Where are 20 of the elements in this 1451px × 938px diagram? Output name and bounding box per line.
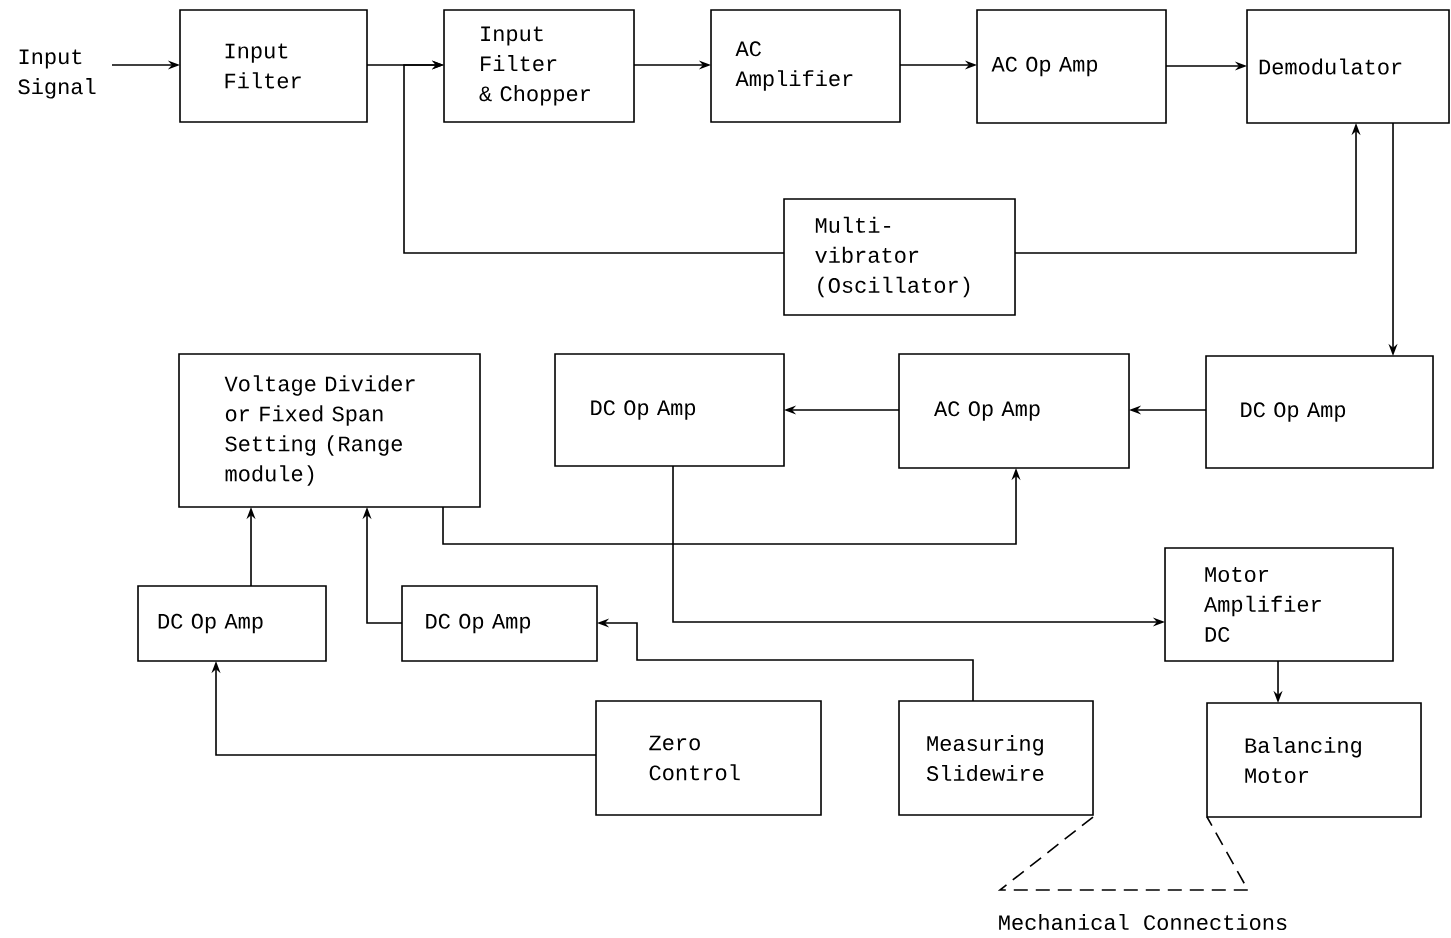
dashed-link (997, 816, 1250, 891)
block-box: Motor Amplifier DC (1164, 547, 1394, 662)
block-box: Balancing Motor (1206, 702, 1422, 818)
block-box: DC Op Amp (137, 585, 327, 662)
block-box: Voltage Divider or Fixed Span Setting (Range module) (178, 353, 481, 508)
block-box: DC Op Amp (401, 585, 598, 662)
block-box: AC Op Amp (898, 353, 1130, 469)
block-box: Demodulator (1246, 9, 1450, 124)
block-box: Input Filter (179, 9, 368, 123)
block-box: Input Filter & Chopper (443, 9, 635, 123)
signal-label: Input Signal (18, 49, 96, 99)
block-box: AC Amplifier (710, 9, 901, 123)
block-box: AC Op Amp (976, 9, 1167, 124)
block-box: DC Op Amp (1205, 355, 1434, 469)
arrow (403, 60, 785, 254)
block-box: Multi- vibrator (Oscillator) (783, 198, 1016, 316)
note-text: Mechanical Connections (999, 913, 1287, 931)
block-box: DC Op Amp (554, 353, 785, 467)
block-box: Zero Control (595, 700, 822, 816)
block-box: Measuring Slidewire (898, 700, 1094, 816)
